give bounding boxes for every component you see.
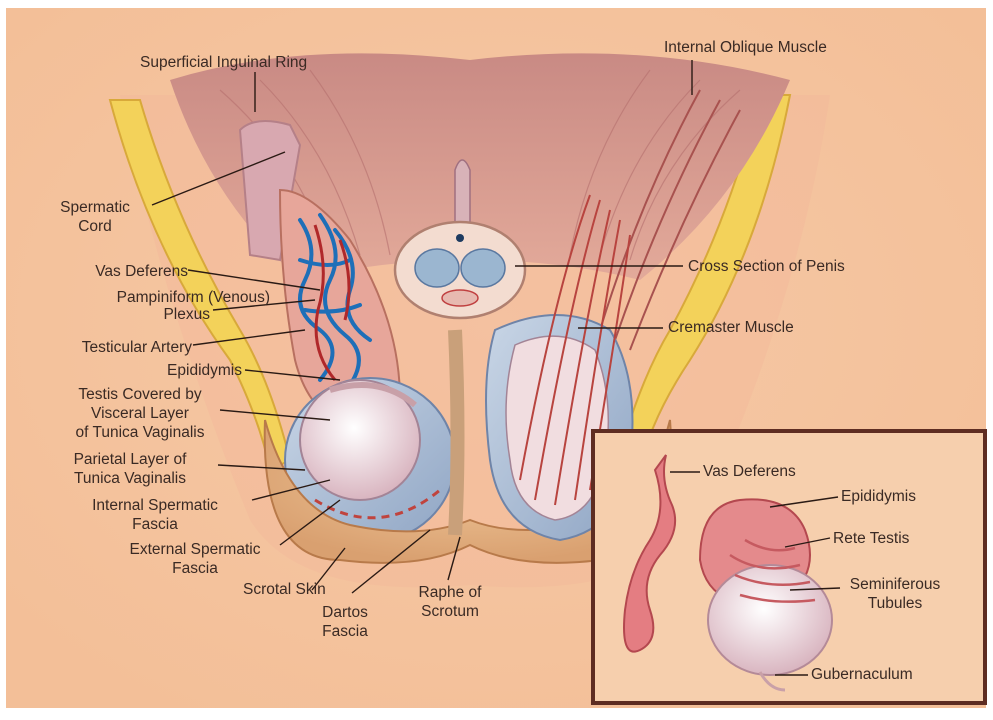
label-spermatic-cord-line1: Spermatic — [40, 198, 150, 217]
label-internal-spermatic-line1: Internal Spermatic — [55, 496, 255, 515]
raphe-septum — [455, 330, 458, 535]
label-dartos-line2: Fascia — [290, 622, 400, 641]
label-cross-section-penis: Cross Section of Penis — [688, 257, 845, 276]
label-dartos-line1: Dartos — [290, 603, 400, 622]
label-testis-covered-line3: of Tunica Vaginalis — [40, 423, 240, 442]
label-external-spermatic-line1: External Spermatic — [95, 540, 295, 559]
label-internal-oblique-muscle: Internal Oblique Muscle — [664, 38, 827, 57]
label-internal-spermatic-line2: Fascia — [55, 515, 255, 534]
label-testicular-artery: Testicular Artery — [20, 338, 192, 357]
label-epididymis: Epididymis — [20, 361, 242, 380]
inset-label-seminiferous-line2: Tubules — [835, 594, 955, 613]
label-superficial-inguinal-ring: Superficial Inguinal Ring — [140, 53, 307, 72]
corpus-cavernosum-left — [415, 249, 459, 287]
label-raphe-line1: Raphe of — [395, 583, 505, 602]
corpus-cavernosum-right — [461, 249, 505, 287]
inset-label-rete-testis: Rete Testis — [833, 529, 909, 548]
label-raphe-line2: Scrotum — [395, 602, 505, 621]
label-parietal-layer-line2: Tunica Vaginalis — [30, 469, 230, 488]
label-testis-covered-line2: Visceral Layer — [40, 404, 240, 423]
inset-label-epididymis: Epididymis — [841, 487, 916, 506]
label-testis-covered-line1: Testis Covered by — [40, 385, 240, 404]
inset-label-vas-deferens: Vas Deferens — [703, 462, 796, 481]
inset-testis — [708, 565, 832, 675]
inset-label-seminiferous-line1: Seminiferous — [835, 575, 955, 594]
label-external-spermatic-line2: Fascia — [95, 559, 295, 578]
dorsal-vein — [456, 234, 464, 242]
label-scrotal-skin: Scrotal Skin — [243, 580, 326, 599]
label-spermatic-cord-line2: Cord — [40, 217, 150, 236]
label-pampiniform-line2: Plexus — [20, 305, 210, 324]
label-parietal-layer-line1: Parietal Layer of — [30, 450, 230, 469]
label-cremaster-muscle: Cremaster Muscle — [668, 318, 794, 337]
corpus-spongiosum — [442, 290, 478, 306]
label-vas-deferens: Vas Deferens — [20, 262, 188, 281]
inset-label-gubernaculum: Gubernaculum — [811, 665, 913, 684]
